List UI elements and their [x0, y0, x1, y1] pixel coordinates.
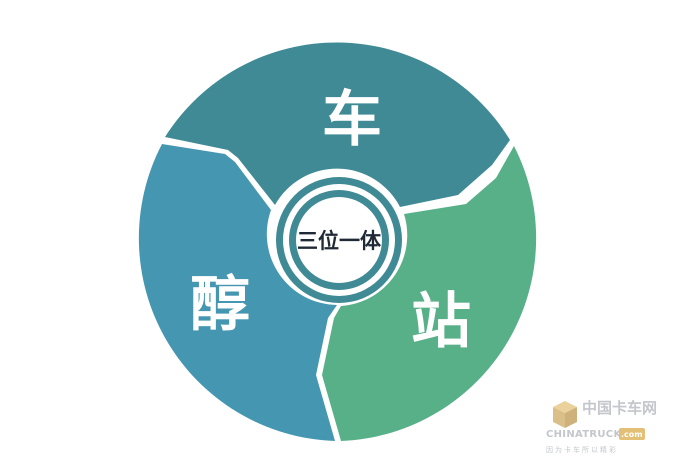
center-label: 三位一体: [297, 229, 382, 253]
segment-top: [165, 42, 510, 207]
center-disc: [296, 197, 382, 283]
watermark-com-badge: [619, 428, 645, 440]
segment-bottom-right: [322, 146, 537, 441]
segment-left-label: 醇: [190, 270, 250, 340]
watermark-en: CHINATRUCK: [546, 429, 622, 440]
watermark-logo: 中国卡车网 CHINATRUCK .com 因为卡车所以精彩: [546, 399, 657, 454]
segment-left: [138, 144, 337, 441]
watermark-cn: 中国卡车网: [582, 399, 657, 417]
watermark-slogan: 因为卡车所以精彩: [546, 445, 618, 454]
cube-logo-icon: [553, 401, 577, 428]
watermark-com: .com: [621, 430, 643, 439]
segment-top-label: 车: [322, 85, 382, 155]
segment-bottom-right-label: 站: [411, 287, 471, 357]
